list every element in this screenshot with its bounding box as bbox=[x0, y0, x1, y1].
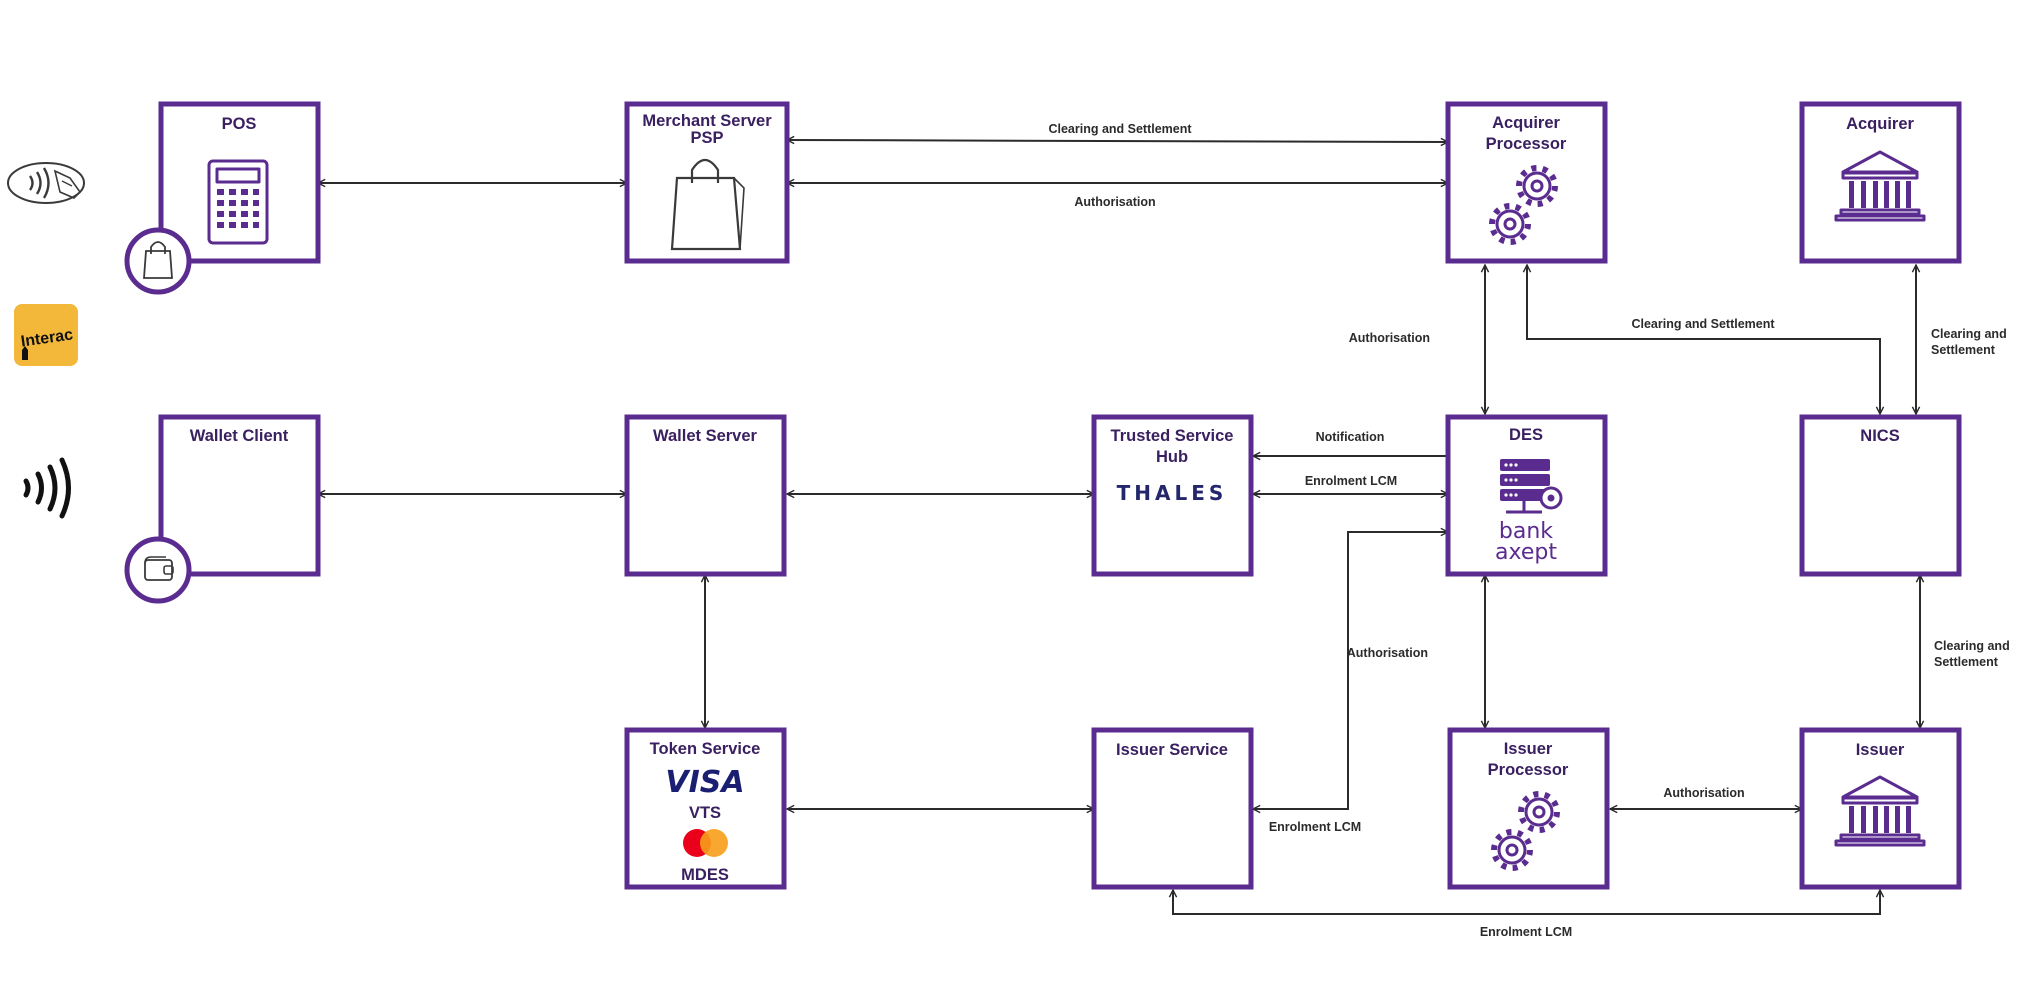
edge-label-issuerservice-issuer-enrolment: Enrolment LCM bbox=[1480, 925, 1572, 939]
wallet-icon bbox=[124, 536, 192, 604]
node-merchant-title-1: Merchant Server bbox=[642, 112, 772, 130]
node-pos: POS bbox=[158, 101, 321, 264]
node-acquirer-box bbox=[1799, 101, 1962, 264]
node-trusted-service-hub: Trusted Service Hub THALES bbox=[1091, 414, 1254, 577]
node-issuer-service: Issuer Service bbox=[1091, 727, 1254, 890]
node-token-mdes: MDES bbox=[681, 866, 729, 884]
edge-label-issuerservice-enrolment: Enrolment LCM bbox=[1269, 820, 1361, 834]
edge-label-des-issproc-auth: Authorisation bbox=[1347, 646, 1428, 660]
edge-label-acqproc-nics-clearing: Clearing and Settlement bbox=[1631, 317, 1775, 331]
edge-label-acquirer-nics-clearing-1: Clearing and bbox=[1931, 327, 2007, 341]
node-walletserver-box bbox=[624, 414, 787, 577]
bank-building-icon bbox=[1834, 150, 1926, 222]
node-merchant-title-2: PSP bbox=[690, 129, 723, 147]
node-nics-title: NICS bbox=[1860, 427, 1899, 445]
node-wallet-client: Wallet Client bbox=[158, 414, 321, 577]
node-walletserver-title: Wallet Server bbox=[653, 427, 758, 445]
edges bbox=[318, 140, 1920, 915]
node-issproc-title-2: Processor bbox=[1488, 761, 1569, 779]
edge-label-issproc-issuer-auth: Authorisation bbox=[1663, 786, 1744, 800]
node-tsh-title-1: Trusted Service bbox=[1111, 427, 1234, 445]
node-issuer-box bbox=[1799, 727, 1962, 890]
thales-logo: THALES bbox=[1117, 481, 1228, 505]
gears-icon bbox=[1489, 165, 1558, 245]
bankaxept-logo-line-1: bank bbox=[1499, 519, 1553, 544]
node-des-title: DES bbox=[1509, 426, 1543, 444]
node-acquirer-title: Acquirer bbox=[1846, 115, 1914, 133]
node-token-service: Token Service VISA VTS MDES bbox=[624, 727, 787, 890]
edge-label-merchant-acq-clearing: Clearing and Settlement bbox=[1048, 122, 1192, 136]
node-acquirer: Acquirer bbox=[1799, 101, 1962, 264]
node-issproc-title-1: Issuer bbox=[1504, 740, 1553, 758]
edge-issuerservice-issuer-enrolment bbox=[1173, 890, 1880, 915]
node-issuer: Issuer bbox=[1799, 727, 1962, 890]
bank-building-icon bbox=[1834, 775, 1926, 847]
node-nics-box bbox=[1799, 414, 1962, 577]
contactless-card-icon bbox=[7, 162, 85, 204]
edge-label-des-tsh-notification: Notification bbox=[1316, 430, 1385, 444]
mastercard-logo bbox=[683, 829, 728, 857]
edge-acqproc-nics-clearing bbox=[1527, 265, 1880, 414]
calculator-icon bbox=[207, 159, 269, 245]
node-walletclient-box bbox=[158, 414, 321, 577]
edge-merchant-acqproc-clearing bbox=[787, 140, 1448, 142]
node-issuerservice-title: Issuer Service bbox=[1116, 741, 1228, 759]
node-token-box bbox=[624, 727, 787, 890]
node-acqproc-box bbox=[1445, 101, 1608, 264]
node-acqproc-title-2: Processor bbox=[1486, 135, 1567, 153]
node-issuer-title: Issuer bbox=[1856, 741, 1905, 759]
node-des: DES bank axept bbox=[1445, 414, 1608, 577]
node-issproc-box bbox=[1447, 727, 1610, 890]
edge-label-merchant-acq-auth: Authorisation bbox=[1074, 195, 1155, 209]
edge-labels: Clearing and Settlement Authorisation Au… bbox=[1048, 122, 2009, 939]
node-acqproc-title-1: Acquirer bbox=[1492, 114, 1560, 132]
gears-icon bbox=[1491, 791, 1560, 871]
node-wallet-server: Wallet Server bbox=[624, 414, 787, 577]
interac-logo: Interac bbox=[14, 304, 78, 366]
node-nics: NICS bbox=[1799, 414, 1962, 577]
node-merchant-box bbox=[624, 101, 790, 264]
node-tsh-box bbox=[1091, 414, 1254, 577]
visa-logo: VISA bbox=[665, 765, 744, 800]
edge-label-acqproc-des-auth: Authorisation bbox=[1349, 331, 1430, 345]
node-token-vts: VTS bbox=[689, 804, 721, 822]
shopping-bag-icon bbox=[124, 227, 192, 295]
node-issuerservice-box bbox=[1091, 727, 1254, 890]
bankaxept-logo-line-2: axept bbox=[1495, 540, 1557, 565]
node-walletclient-title: Wallet Client bbox=[190, 427, 289, 445]
edge-label-nics-issuer-clearing-1: Clearing and bbox=[1934, 639, 2010, 653]
edge-label-nics-issuer-clearing-2: Settlement bbox=[1934, 655, 1999, 669]
node-token-title: Token Service bbox=[650, 740, 761, 758]
edge-label-tsh-des-enrolment: Enrolment LCM bbox=[1305, 474, 1397, 488]
node-pos-title: POS bbox=[222, 115, 257, 133]
node-tsh-title-2: Hub bbox=[1156, 448, 1188, 466]
node-merchant-server: Merchant Server PSP bbox=[624, 101, 790, 264]
node-issuer-processor: Issuer Processor bbox=[1447, 727, 1610, 890]
edge-issuerservice-des-enrolment bbox=[1253, 532, 1448, 809]
node-acquirer-processor: Acquirer Processor bbox=[1445, 101, 1608, 264]
contactless-icon bbox=[23, 457, 71, 519]
shopping-bag-icon bbox=[670, 158, 745, 251]
server-icon bbox=[1500, 459, 1563, 514]
edge-label-acquirer-nics-clearing-2: Settlement bbox=[1931, 343, 1996, 357]
